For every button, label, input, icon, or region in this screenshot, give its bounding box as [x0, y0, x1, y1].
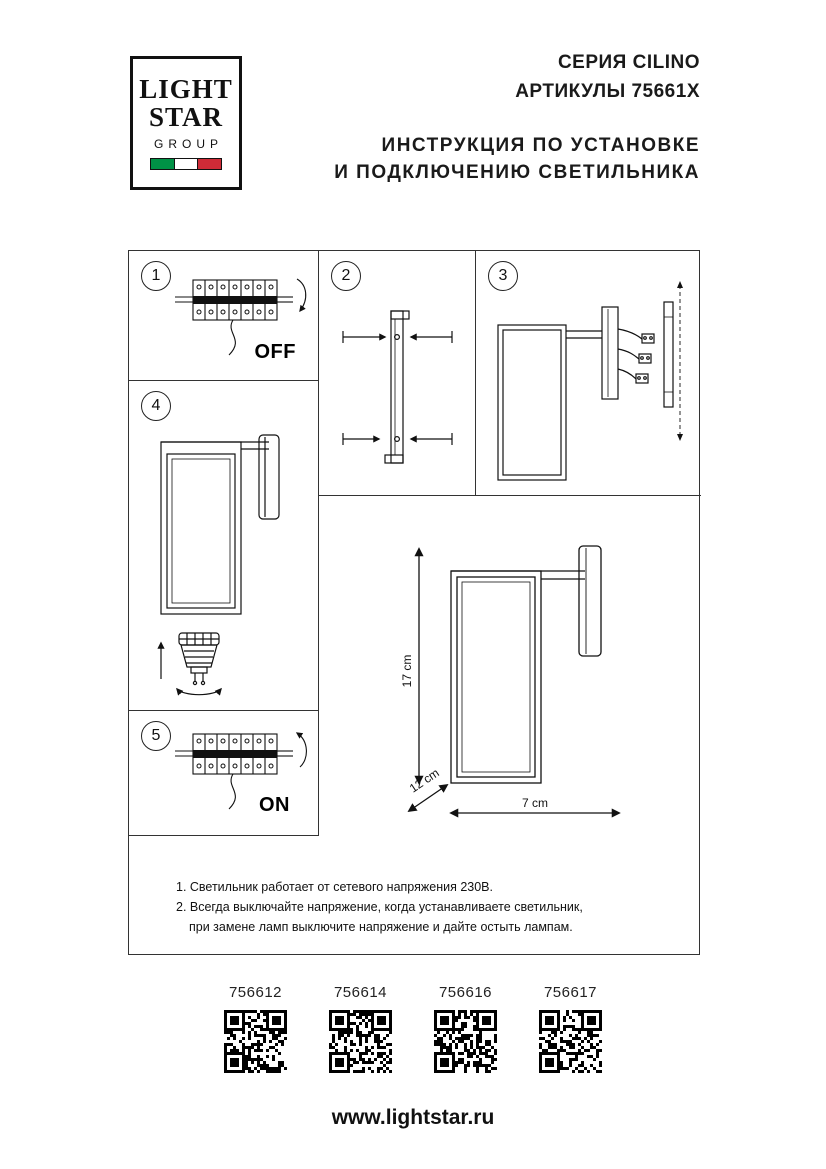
circuit-breaker-off-drawing: [175, 278, 307, 356]
step1-panel: 1: [129, 251, 319, 381]
flag-white-segment: [174, 158, 199, 169]
qr-item: 756612: [224, 984, 287, 1073]
flag-green-segment: [151, 158, 175, 169]
wall-mounting-wiring-drawing: [497, 281, 683, 481]
step4-panel: 4: [129, 381, 319, 711]
safety-notes: 1. Светильник работает от сетевого напря…: [176, 877, 583, 937]
qr-code-image: [539, 1010, 602, 1073]
header-spacer: [334, 103, 700, 132]
series-title: СЕРИЯ CILINO: [557, 52, 700, 73]
installation-diagram: 1: [128, 250, 701, 955]
step5-number-badge: 5: [141, 721, 171, 751]
qr-item: 756614: [329, 984, 392, 1073]
step1-number-badge: 1: [141, 261, 171, 291]
step3-number-badge: 3: [488, 261, 518, 291]
mounting-bracket-drawing: [342, 310, 453, 464]
power-off-label: OFF: [254, 341, 296, 363]
instruction-title-line1: ИНСТРУКЦИЯ ПО УСТАНОВКЕ: [381, 135, 700, 156]
qr-code-image: [434, 1010, 497, 1073]
dimensioned-lamp-drawing: 17 cm 7 cm 12 cm: [400, 545, 621, 818]
flag-red-segment: [198, 158, 222, 169]
note-line-3: при замене ламп выключите напряжение и д…: [189, 920, 573, 934]
article-number: 756614: [333, 984, 388, 1001]
depth-dimension-label: 12 cm: [407, 766, 442, 796]
italian-flag-stripe: [150, 157, 222, 170]
lightstar-logo: LIGHT STAR GROUP: [130, 56, 242, 190]
article-qr-codes: 756612 756614 756616 756617: [0, 984, 826, 1073]
note-line-2: 2. Всегда выключайте напряжение, когда у…: [176, 900, 583, 914]
lamp-and-bulb-drawing: [157, 434, 280, 696]
circuit-breaker-on-drawing: [175, 732, 307, 810]
step4-number-badge: 4: [141, 391, 171, 421]
instruction-title-line2: И ПОДКЛЮЧЕНИЮ СВЕТИЛЬНИКА: [334, 162, 700, 183]
step2-panel: 2: [319, 251, 476, 496]
header-text-block: СЕРИЯ CILINO АРТИКУЛЫ 75661X ИНСТРУКЦИЯ …: [334, 52, 700, 186]
website-url: www.lightstar.ru: [331, 1106, 495, 1129]
power-on-label: ON: [259, 794, 290, 816]
height-dimension-label: 17 cm: [400, 655, 414, 688]
qr-code-image: [224, 1010, 287, 1073]
logo-word-group: GROUP: [153, 136, 223, 151]
width-dimension-label: 7 cm: [522, 796, 548, 810]
qr-item: 756617: [539, 984, 602, 1073]
qr-item: 756616: [434, 984, 497, 1073]
step2-number-badge: 2: [331, 261, 361, 291]
article-number: 756616: [438, 984, 493, 1001]
logo-word-star: STAR: [148, 102, 224, 132]
articles-title: АРТИКУЛЫ 75661X: [515, 81, 700, 102]
article-number: 756617: [543, 984, 598, 1001]
logo-word-light: LIGHT: [139, 74, 233, 105]
step5-panel: 5: [129, 711, 319, 836]
article-number: 756612: [228, 984, 283, 1001]
qr-code-image: [329, 1010, 392, 1073]
note-line-1: 1. Светильник работает от сетевого напря…: [176, 880, 493, 894]
step3-panel: 3: [476, 251, 701, 496]
